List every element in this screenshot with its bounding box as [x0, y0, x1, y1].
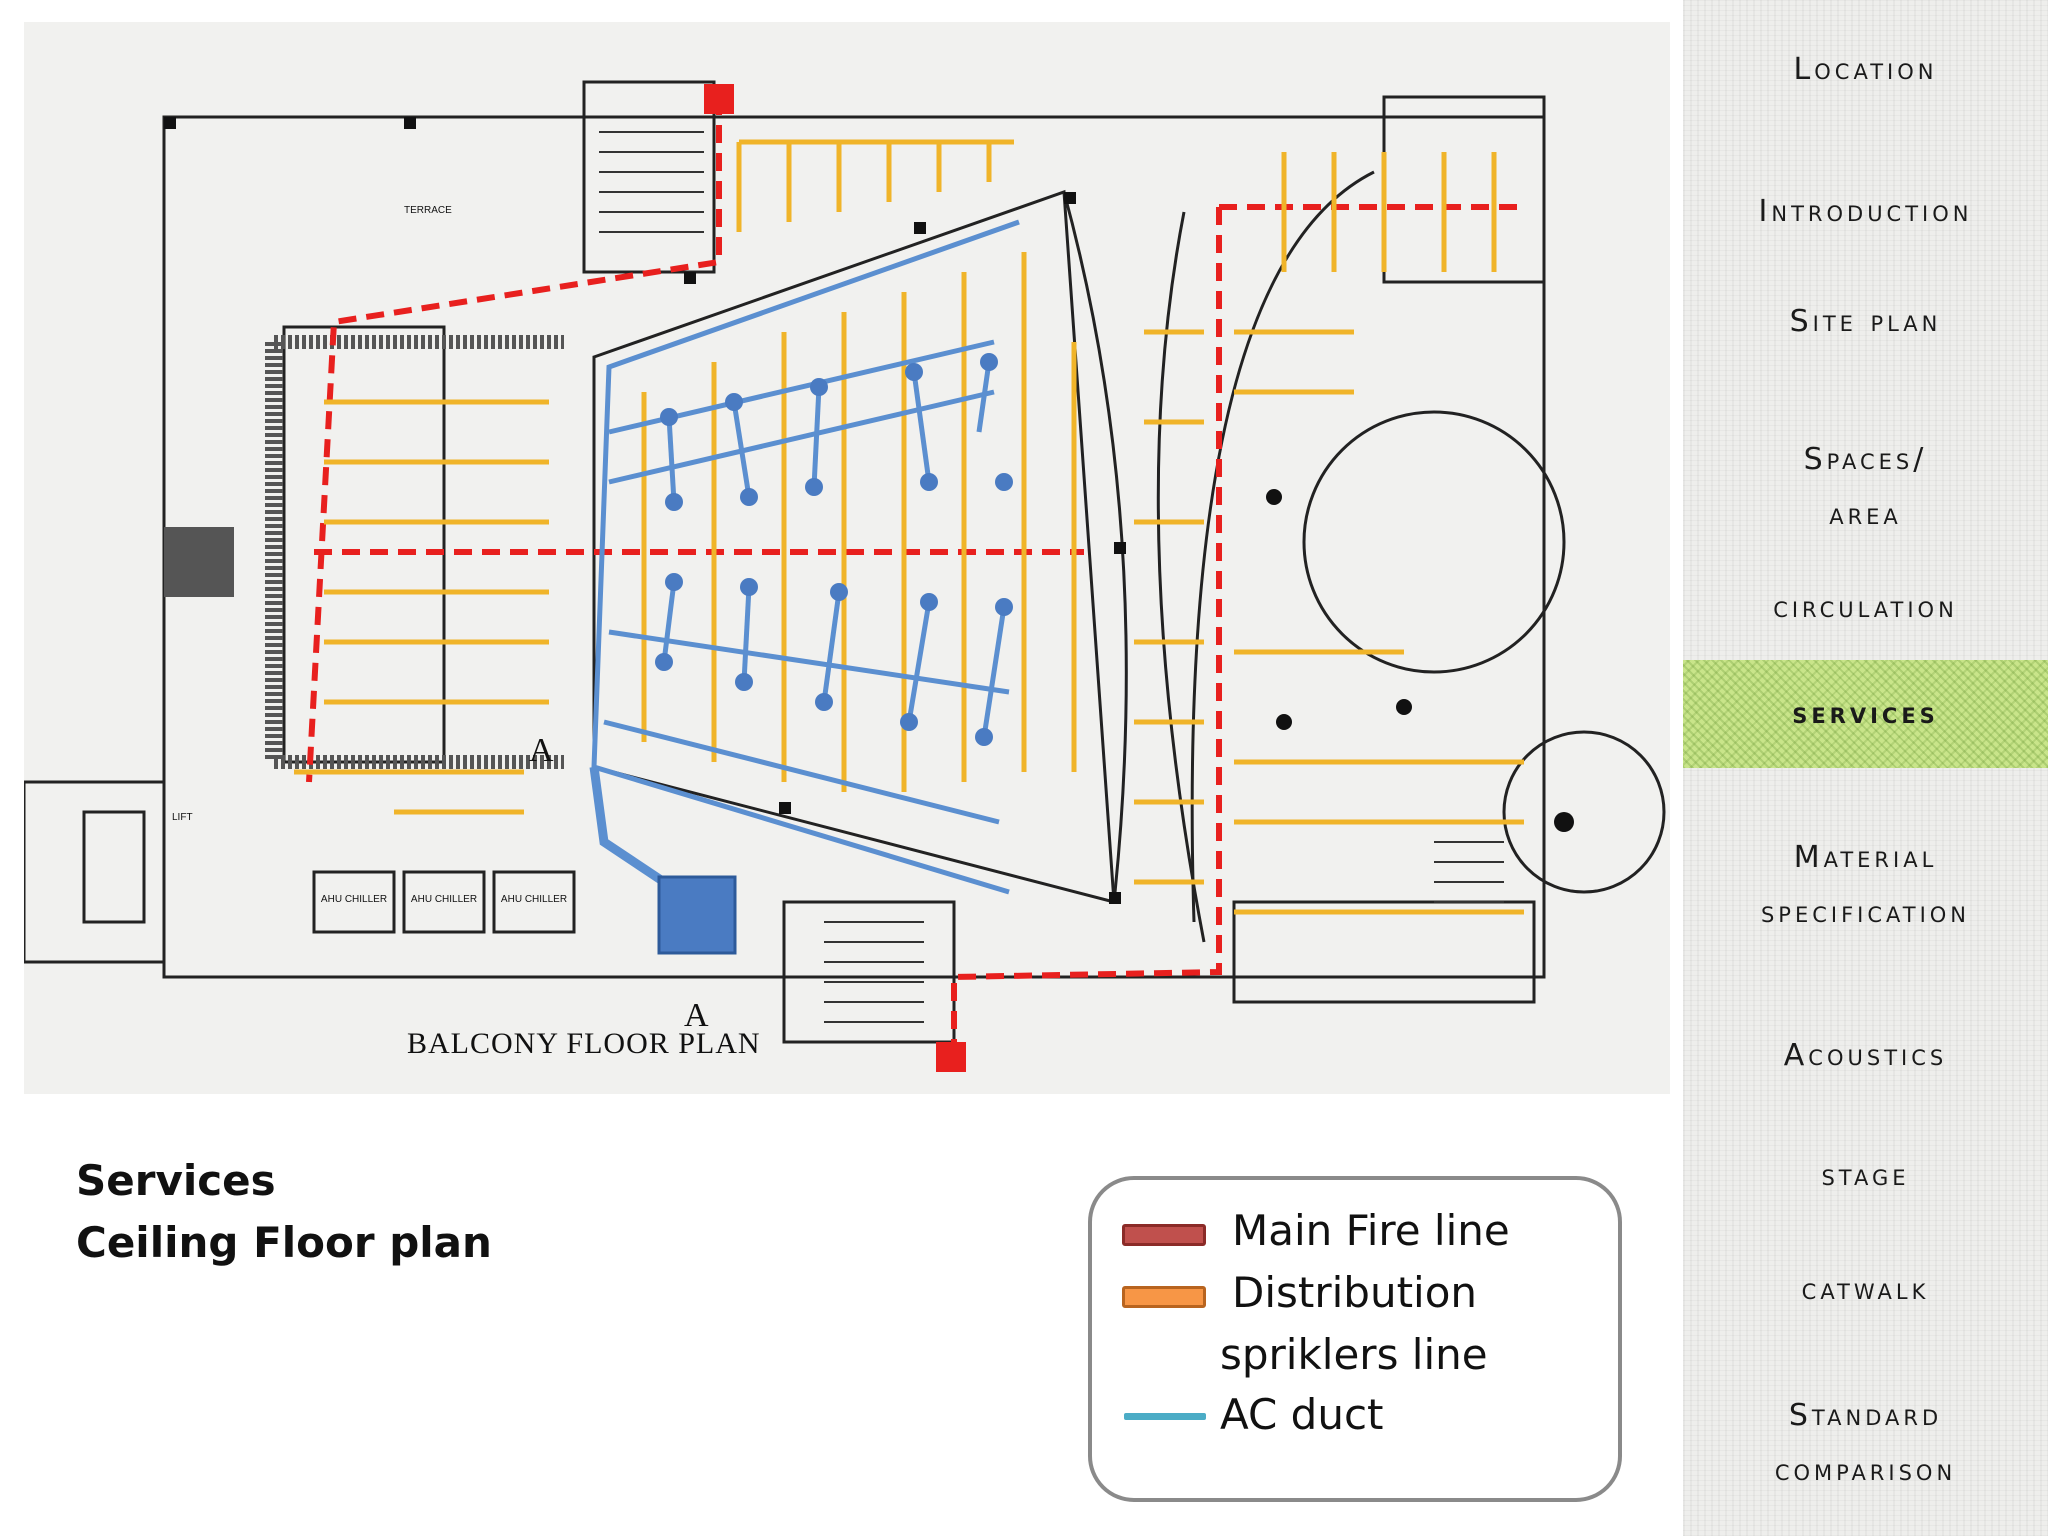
sprinkler-line-swatch: [1122, 1286, 1206, 1308]
nav-item-acoustics[interactable]: Acoustics: [1683, 1028, 2048, 1083]
nav-label-circulation: circulation: [1773, 590, 1958, 625]
nav-label-acoustics: Acoustics: [1783, 1038, 1948, 1073]
nav-label-introduction: Introduction: [1758, 194, 1973, 229]
legend-label-sprinkler-1: Distribution: [1232, 1268, 1478, 1317]
caption-line-2: Ceiling Floor plan: [76, 1218, 492, 1267]
nav-item-introduction[interactable]: Introduction: [1683, 184, 2048, 239]
nav-item-services[interactable]: services: [1683, 660, 2048, 768]
nav-item-stage[interactable]: stage: [1683, 1148, 2048, 1203]
section-mark-a-bottom: A: [684, 997, 709, 1034]
nav-label-standard: Standard: [1788, 1398, 1943, 1433]
caption-line-1: Services: [76, 1156, 276, 1205]
nav-label-specification: specification: [1760, 895, 1971, 930]
nav-label-location: Location: [1793, 52, 1938, 87]
ac-duct-swatch: [1124, 1413, 1206, 1420]
floor-plan-drawing: [24, 80, 1666, 1072]
legend-label-ac: AC duct: [1220, 1390, 1384, 1439]
legend-label-fire: Main Fire line: [1232, 1206, 1510, 1255]
lift-label: LIFT: [172, 812, 193, 823]
nav-label-material: Material: [1793, 840, 1938, 875]
nav-label-catwalk: catwalk: [1801, 1272, 1930, 1307]
nav-label-area: area: [1829, 497, 1902, 532]
legend-label-sprinkler-2: spriklers line: [1220, 1330, 1488, 1379]
nav-item-material-specification[interactable]: Material specification: [1683, 830, 2048, 940]
nav-item-spaces-area[interactable]: Spaces/ area: [1683, 432, 2048, 542]
nav-label-stage: stage: [1821, 1158, 1910, 1193]
floor-plan-image: BALCONY FLOOR PLAN A A AHU CHILLER AHU C…: [24, 22, 1670, 1094]
section-mark-a-left: A: [529, 732, 554, 769]
fire-line-swatch: [1122, 1224, 1206, 1246]
equipment-label-3: AHU CHILLER: [500, 894, 568, 905]
nav-label-spaces: Spaces/: [1803, 442, 1928, 477]
plan-title: BALCONY FLOOR PLAN: [407, 1027, 761, 1060]
nav-item-standard-comparison[interactable]: Standard comparison: [1683, 1388, 2048, 1498]
legend: Main Fire line Distribution spriklers li…: [1088, 1176, 1622, 1502]
section-nav: Location Introduction Site plan Spaces/ …: [1683, 0, 2048, 1536]
nav-label-services: services: [1792, 696, 1939, 731]
equipment-label-1: AHU CHILLER: [320, 894, 388, 905]
nav-item-catwalk[interactable]: catwalk: [1683, 1262, 2048, 1317]
nav-item-site-plan[interactable]: Site plan: [1683, 294, 2048, 349]
nav-label-site-plan: Site plan: [1789, 304, 1942, 339]
nav-item-location[interactable]: Location: [1683, 42, 2048, 97]
slide-caption: Services Ceiling Floor plan: [76, 1150, 492, 1274]
terrace-label: TERRACE: [404, 205, 452, 216]
nav-label-comparison: comparison: [1774, 1453, 1957, 1488]
nav-item-circulation[interactable]: circulation: [1683, 580, 2048, 635]
equipment-label-2: AHU CHILLER: [410, 894, 478, 905]
